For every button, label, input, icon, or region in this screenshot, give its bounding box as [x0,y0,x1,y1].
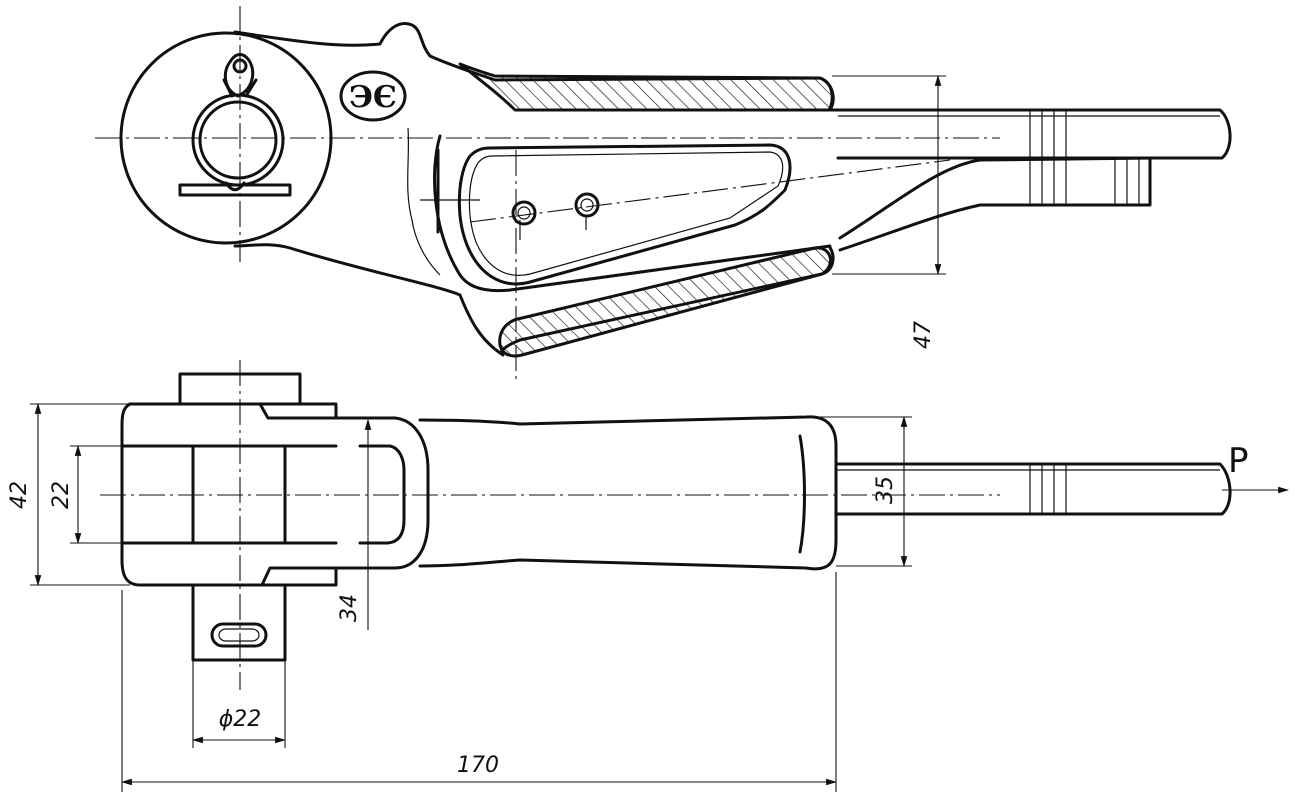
dim-42-label: 42 [7,481,32,509]
top-view: ЭЄ 47 [95,6,1232,380]
centerline-slot [469,159,951,223]
hole-2 [574,192,600,218]
handle-body [418,415,838,571]
logo-text: ЭЄ [349,80,397,115]
inner-slot-inner [468,151,784,276]
yoke-body [334,416,430,570]
rod-branch [838,156,1152,252]
dim-47-label: 47 [911,321,936,349]
hole-1 [511,200,537,226]
pin-ring-outer [191,93,285,187]
lever-body-outline [233,22,840,357]
section-hatch-upper [458,62,835,112]
section-hatch-lower [498,246,832,358]
dim-35-label: 35 [873,476,898,504]
logo-oval [339,70,407,122]
inner-slot [457,143,792,286]
dim-34-label: 34 [337,594,362,622]
pin-extension [191,583,287,662]
front-view: P 42 22 34 35 ϕ22 170 [7,360,1290,792]
eye-base [222,78,258,98]
hole-2-inner [580,198,594,212]
base-plate [178,181,292,197]
inner-slot-outer [433,134,832,293]
clevis-body [120,402,338,587]
force-label: P [1228,441,1249,481]
hole-1-inner [517,206,531,220]
pin-ring-inner [198,100,278,180]
slot-edge [407,127,441,276]
pin-slot [210,622,268,648]
dim-22-label: 22 [49,481,74,509]
dim-170-label: 170 [457,753,499,778]
dim-phi22-label: ϕ22 [219,707,262,732]
rod-top-view [836,108,1232,160]
